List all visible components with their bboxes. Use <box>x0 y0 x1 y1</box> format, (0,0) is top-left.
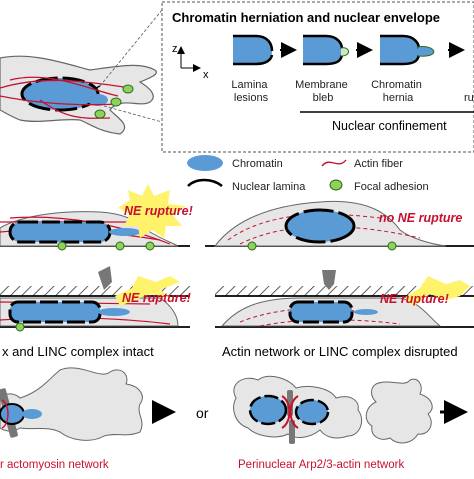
cell-left-confined: NE rupture! <box>0 266 191 332</box>
badge-left-bottom: NE rupture! <box>122 291 191 305</box>
axis-z-label: z <box>172 43 178 55</box>
caption-left: x and LINC complex intact <box>2 344 154 359</box>
cell-right-migrating <box>233 375 468 444</box>
step-label-3: Chromatin hernia <box>371 79 425 104</box>
inset-title: Chromatin herniation and nuclear envelop… <box>172 10 440 25</box>
caption-right-network: Perinuclear Arp2/3-actin network <box>238 459 404 471</box>
legend-chromatin: Chromatin <box>232 158 283 170</box>
step-lamina-lesions <box>233 34 274 66</box>
badge-burst-left-top <box>118 184 186 238</box>
legend-chromatin-swatch <box>187 155 223 171</box>
legend-actin: Actin fiber <box>354 158 403 170</box>
cell-left-migrating <box>0 367 176 441</box>
legend: Chromatin Actin fiber Nuclear lamina Foc… <box>187 155 429 193</box>
badge-left-top: NE rupture! <box>124 204 193 218</box>
axis-glyph: z x <box>172 43 209 81</box>
cell-left-unconfined: NE rupture! <box>0 184 193 251</box>
confinement-label: Nuclear confinement <box>332 119 447 133</box>
or-label: or <box>196 405 209 421</box>
step-membrane-bleb <box>303 34 349 66</box>
inset-panel: Chromatin herniation and nuclear envelop… <box>161 1 474 153</box>
badge-right-top: no NE rupture <box>379 211 462 225</box>
press-arrow-right <box>322 270 336 290</box>
legend-lamina-swatch <box>187 178 223 188</box>
legend-actin-swatch <box>321 159 347 167</box>
legend-focal-swatch <box>329 179 343 191</box>
badge-burst-left-bottom <box>115 276 180 306</box>
cell-right-confined: NE rupture! <box>215 270 474 328</box>
cell-overview <box>0 9 163 135</box>
step-label-1: Lamina lesions <box>231 79 270 104</box>
badge-right-bottom: NE rupture! <box>380 292 449 306</box>
axis-x-label: x <box>203 69 209 81</box>
press-arrow-left <box>98 266 112 290</box>
step-label-4: ru <box>464 92 474 104</box>
cell-right-unconfined: no NE rupture <box>205 200 474 251</box>
caption-left-network: r actomyosin network <box>0 459 109 471</box>
step-chromatin-hernia <box>380 34 435 66</box>
badge-burst-right-bottom <box>404 276 470 306</box>
caption-right: Actin network or LINC complex disrupted <box>222 344 458 359</box>
legend-lamina: Nuclear lamina <box>232 181 306 193</box>
legend-focal: Focal adhesion <box>354 181 429 193</box>
step-label-2: Membrane bleb <box>295 79 351 104</box>
